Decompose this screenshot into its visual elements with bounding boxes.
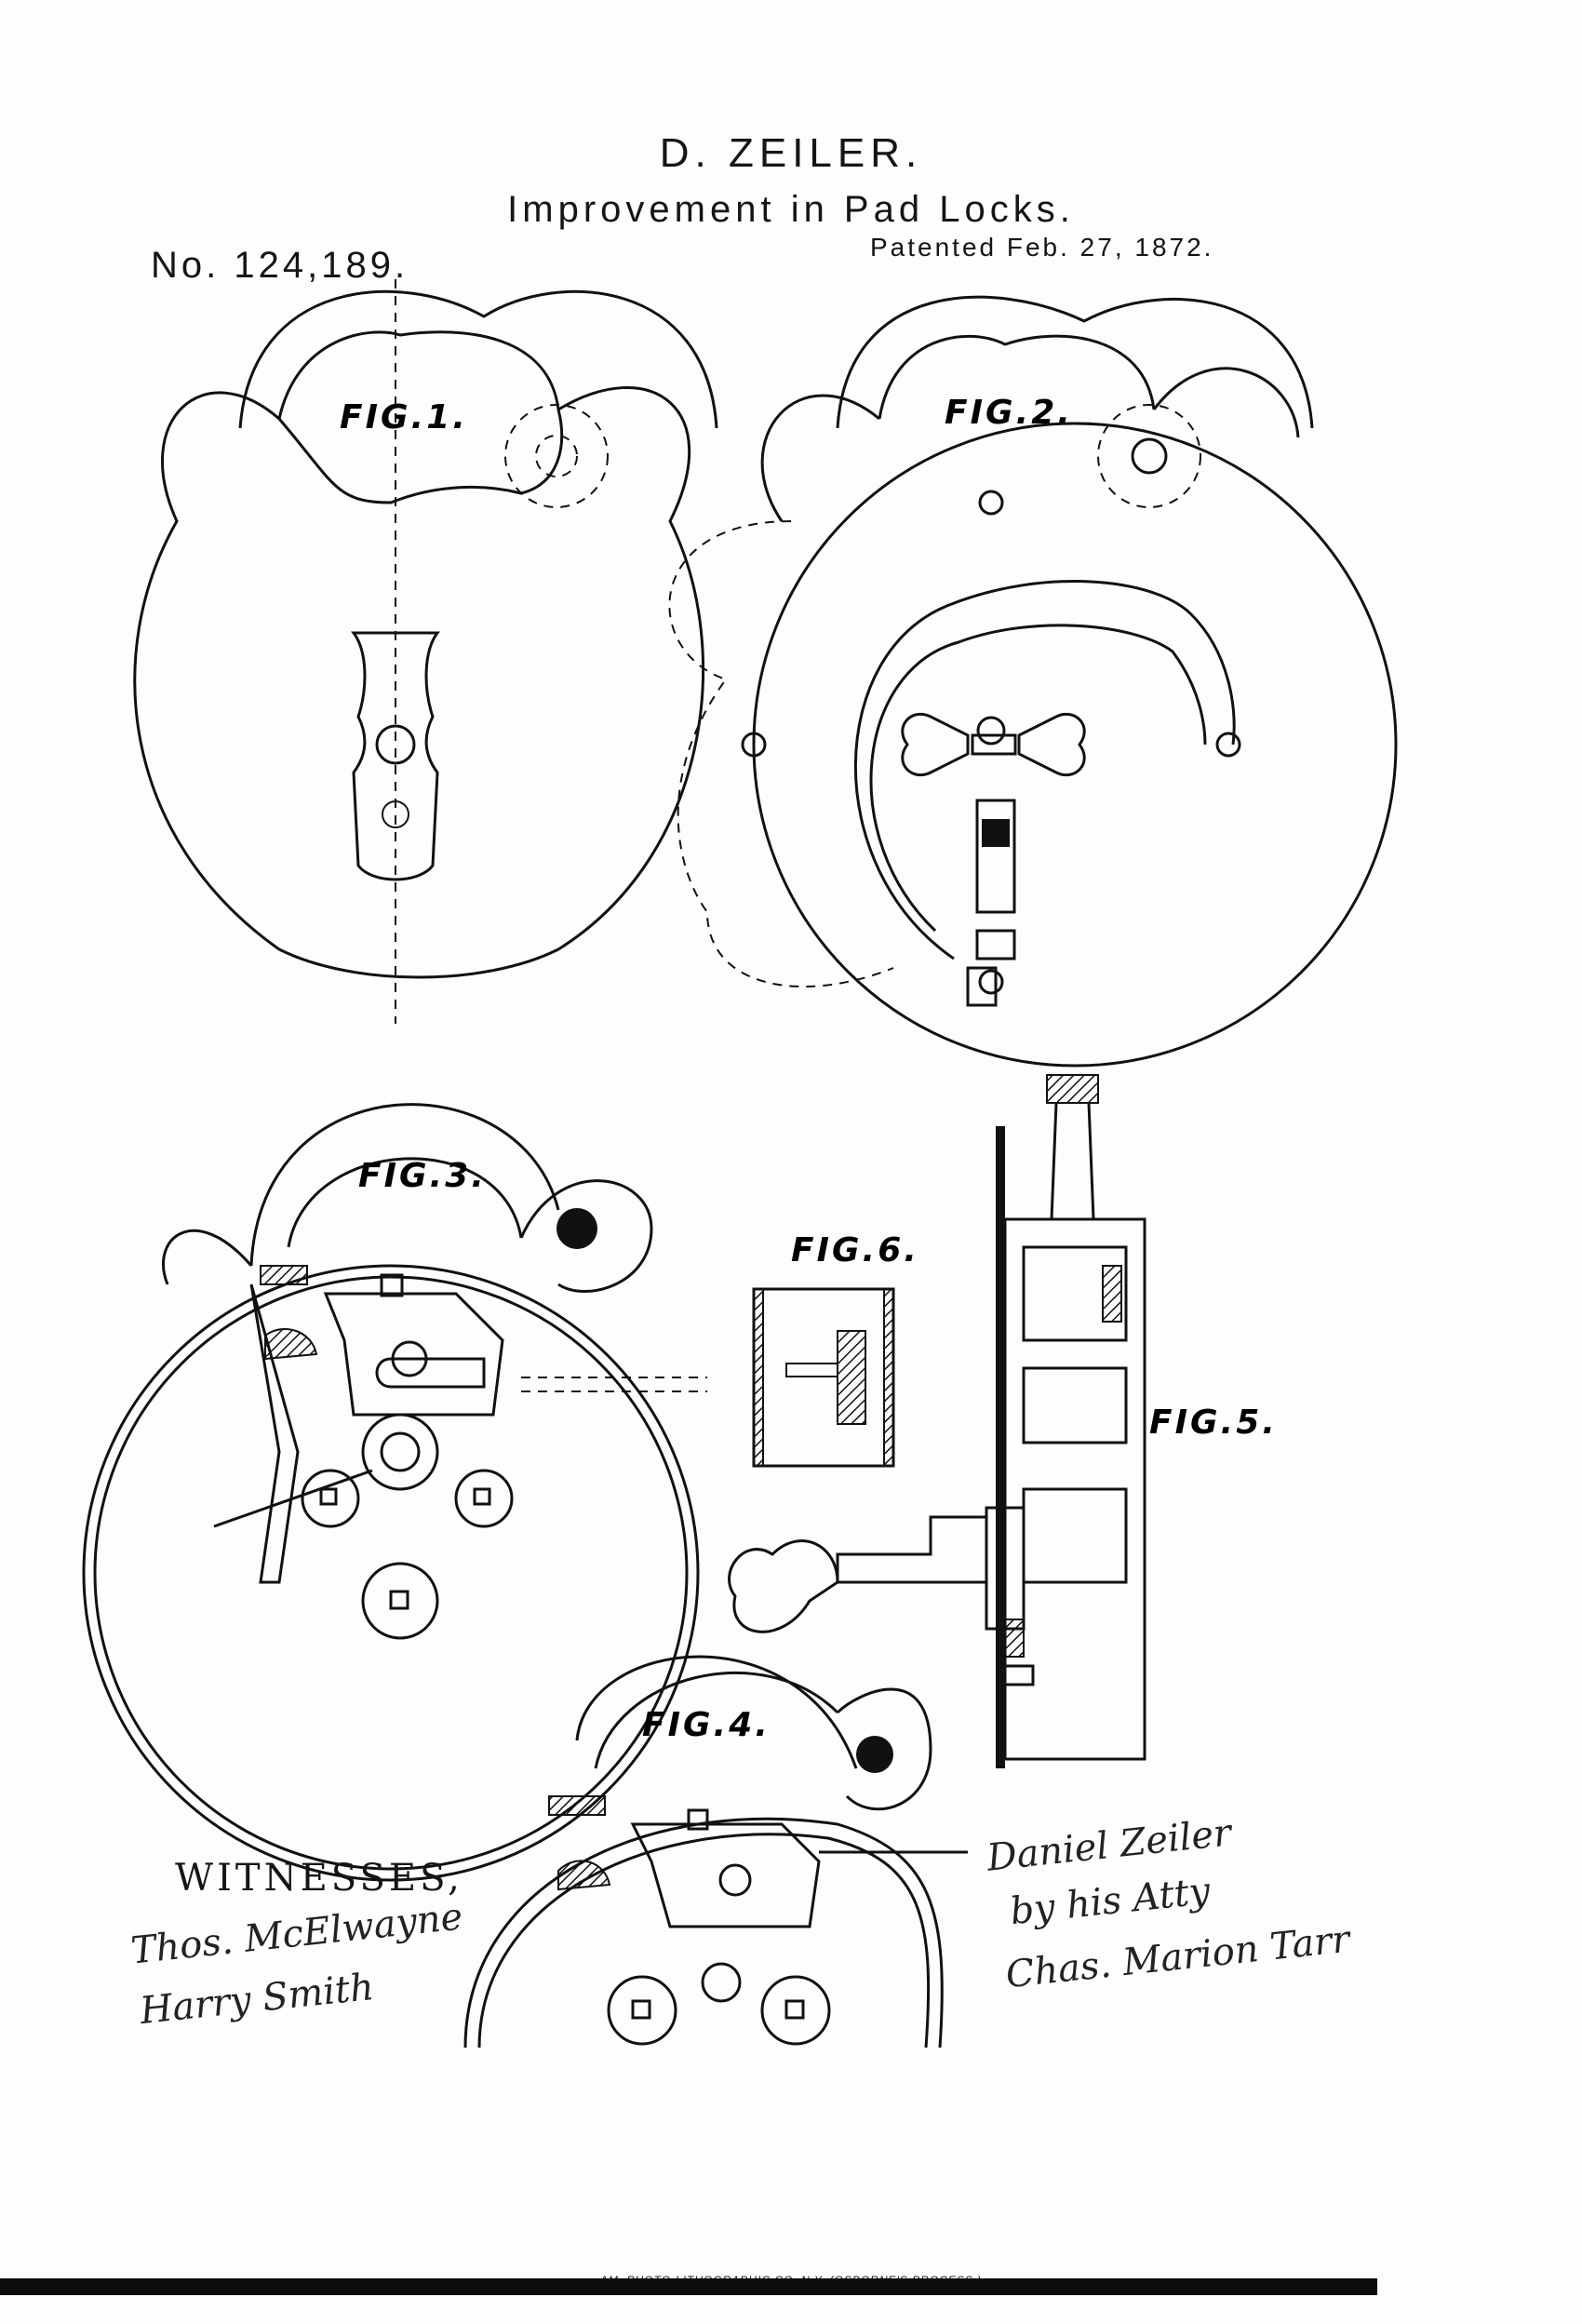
figure-5-label: FIG.5.: [1149, 1404, 1278, 1442]
figure-6-label: FIG.6.: [791, 1231, 919, 1269]
figure-2-drawing: [668, 295, 1398, 1068]
inventor-name: D. ZEILER.: [659, 130, 923, 176]
figure-2-label: FIG.2.: [945, 394, 1073, 432]
figure-1-drawing: [133, 279, 718, 1024]
figure-5-drawing: [728, 1074, 1146, 1768]
figure-3-drawing: [82, 1103, 707, 1882]
patent-title: Improvement in Pad Locks.: [507, 189, 1075, 230]
bottom-border-bar: [0, 2278, 1377, 2295]
figure-4-label: FIG.4.: [642, 1706, 771, 1744]
figure-6-drawing: [752, 1287, 895, 1468]
witnesses-heading: WITNESSES,: [175, 1857, 463, 1900]
patent-date: Patented Feb. 27, 1872.: [870, 233, 1214, 262]
figure-4-drawing: [463, 1655, 968, 2049]
figure-1-label: FIG.1.: [340, 398, 468, 437]
figure-3-label: FIG.3.: [358, 1157, 487, 1195]
patent-number: No. 124,189.: [151, 245, 409, 286]
